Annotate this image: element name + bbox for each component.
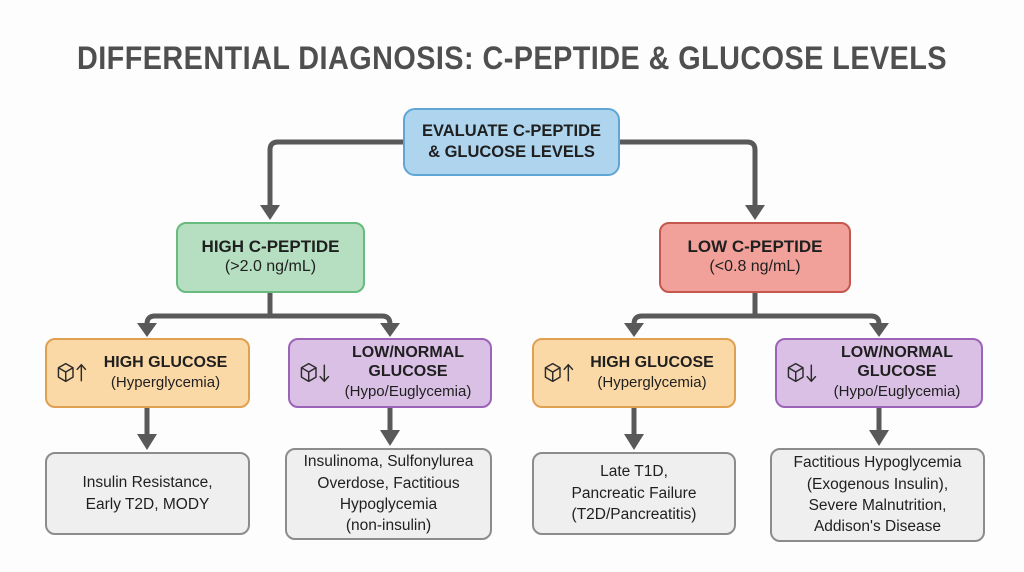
edge-to-outcome-4 bbox=[869, 408, 889, 446]
outcome-label: Factitious Hypoglycemia (Exogenous Insul… bbox=[793, 454, 962, 536]
edge-to-outcome-1 bbox=[137, 408, 157, 450]
node-text: LOW/NORMAL GLUCOSE (Hypo/Euglycemia) bbox=[821, 344, 973, 401]
node-subtitle: (>2.0 ng/mL) bbox=[224, 258, 317, 276]
node-title: HIGH GLUCOSE bbox=[103, 353, 228, 371]
node-high-glucose-left: HIGH GLUCOSE (Hyperglycemia) bbox=[45, 338, 250, 408]
cube-arrow-down-icon bbox=[298, 360, 334, 386]
node-subtitle: (Hyperglycemia) bbox=[597, 373, 707, 391]
node-outcome-insulinoma: Insulinoma, Sulfonylurea Overdose, Facti… bbox=[285, 448, 492, 540]
cube-arrow-down-icon bbox=[785, 360, 821, 386]
node-subtitle: (Hypo/Euglycemia) bbox=[344, 383, 472, 401]
node-low-c-peptide: LOW C-PEPTIDE (<0.8 ng/mL) bbox=[659, 222, 851, 293]
node-text: HIGH GLUCOSE (Hyperglycemia) bbox=[578, 354, 726, 392]
node-evaluate-c-peptide: EVALUATE C-PEPTIDE & GLUCOSE LEVELS bbox=[403, 108, 620, 176]
edge-root-to-high-cpeptide bbox=[260, 139, 512, 220]
cube-arrow-up-icon bbox=[55, 360, 91, 386]
edge-high-cpeptide-split bbox=[137, 291, 400, 337]
node-outcome-late-t1d: Late T1D, Pancreatic Failure (T2D/Pancre… bbox=[532, 452, 736, 535]
page-title: DIFFERENTIAL DIAGNOSIS: C-PEPTIDE & GLUC… bbox=[76, 40, 948, 76]
node-outcome-factitious-hypoglycemia: Factitious Hypoglycemia (Exogenous Insul… bbox=[770, 448, 985, 542]
edge-to-outcome-3 bbox=[624, 408, 644, 450]
node-text: HIGH GLUCOSE (Hyperglycemia) bbox=[91, 354, 240, 392]
outcome-label: Insulinoma, Sulfonylurea Overdose, Facti… bbox=[303, 453, 474, 535]
node-outcome-insulin-resistance: Insulin Resistance, Early T2D, MODY bbox=[45, 452, 250, 535]
node-title: LOW/NORMAL GLUCOSE bbox=[841, 344, 953, 381]
node-subtitle: (Hypo/Euglycemia) bbox=[833, 383, 961, 401]
outcome-label: Insulin Resistance, Early T2D, MODY bbox=[82, 474, 213, 513]
node-text: LOW/NORMAL GLUCOSE (Hypo/Euglycemia) bbox=[334, 344, 482, 401]
node-title: HIGH C-PEPTIDE bbox=[201, 237, 340, 257]
outcome-label: Late T1D, Pancreatic Failure (T2D/Pancre… bbox=[571, 463, 697, 524]
node-subtitle: (<0.8 ng/mL) bbox=[709, 258, 801, 276]
node-low-normal-glucose-left: LOW/NORMAL GLUCOSE (Hypo/Euglycemia) bbox=[288, 338, 492, 408]
node-high-glucose-right: HIGH GLUCOSE (Hyperglycemia) bbox=[532, 338, 736, 408]
node-title: LOW C-PEPTIDE bbox=[687, 237, 823, 257]
node-title: HIGH GLUCOSE bbox=[590, 353, 714, 371]
node-subtitle: (Hyperglycemia) bbox=[110, 373, 221, 391]
edge-to-outcome-2 bbox=[380, 408, 400, 446]
node-label: EVALUATE C-PEPTIDE & GLUCOSE LEVELS bbox=[421, 121, 602, 161]
node-high-c-peptide: HIGH C-PEPTIDE (>2.0 ng/mL) bbox=[176, 222, 365, 293]
node-low-normal-glucose-right: LOW/NORMAL GLUCOSE (Hypo/Euglycemia) bbox=[775, 338, 983, 408]
edge-root-to-low-cpeptide bbox=[512, 139, 765, 220]
edge-low-cpeptide-split bbox=[624, 291, 889, 337]
node-title: LOW/NORMAL GLUCOSE bbox=[352, 344, 464, 381]
cube-arrow-up-icon bbox=[542, 360, 578, 386]
